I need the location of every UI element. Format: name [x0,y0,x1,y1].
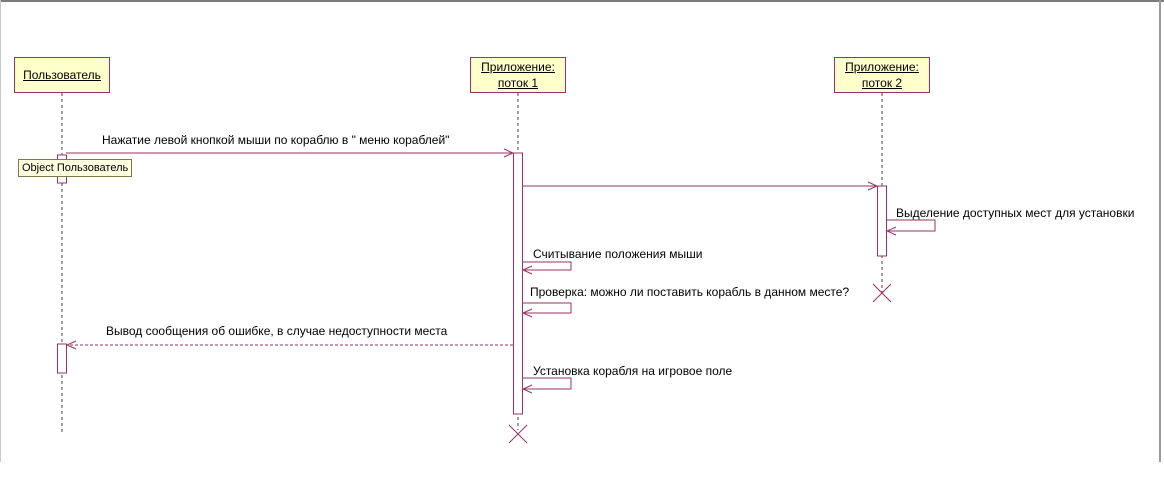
destroy-mark-app-thread-1-b [508,424,528,444]
activation-user-2 [57,343,67,374]
participant-app-thread-1-label: Приложение: поток 1 [481,60,555,90]
participant-app-thread-2-label: Приложение: поток 2 [845,60,919,90]
self-message-read-mouse-head [521,265,533,275]
message-label-place-ship[interactable]: Установка корабля на игровое поле [533,364,733,378]
self-message-highlight-places [887,219,936,232]
message-label-click-ship[interactable]: Нажатие левой кнопкой мыши по кораблю в … [102,133,450,147]
participant-user[interactable]: Пользователь [14,57,110,93]
message-label-error-output[interactable]: Вывод сообщения об ошибке, в случае недо… [106,324,448,338]
participant-app-thread-1[interactable]: Приложение: поток 1 [470,57,566,93]
self-message-place-ship-head [521,384,533,394]
window-frame-top [0,0,1164,2]
self-message-highlight-places-head [885,226,897,236]
self-message-place-ship [523,377,572,390]
self-message-check-place-head [521,308,533,318]
message-label-check-place[interactable]: Проверка: можно ли поставить корабль в д… [530,285,850,299]
message-label-highlight-places[interactable]: Выделение доступных мест для установки [896,206,1135,220]
destroy-mark-app-thread-2-b [872,283,892,303]
message-arrowhead-app1-to-app2 [867,181,879,191]
message-arrowhead-error-output [65,340,77,350]
participant-app-thread-2[interactable]: Приложение: поток 2 [834,57,930,93]
message-label-read-mouse[interactable]: Считывание положения мыши [533,247,703,261]
object-tooltip: Object Пользователь [18,159,133,177]
self-message-check-place [523,302,572,314]
bottom-blank-area [0,462,1164,502]
window-frame-right [1159,0,1161,462]
participant-user-label: Пользователь [23,68,101,82]
window-frame-left [0,0,1,462]
message-arrowhead-click-ship [503,148,515,158]
self-message-read-mouse [523,261,572,271]
activation-app-thread-2 [877,185,887,257]
activation-app-thread-1 [513,152,523,415]
